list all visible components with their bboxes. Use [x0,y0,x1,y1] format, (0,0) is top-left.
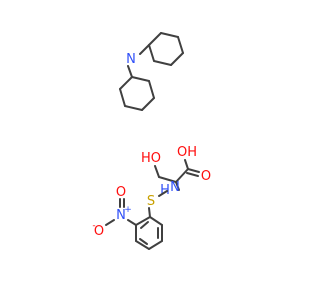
bond [124,105,143,111]
nitrophenylsulfenyl-serine: HO OH O N H S [92,145,211,250]
bond [135,240,150,250]
hydroxyl-h: H [141,151,151,166]
bond-o-ch2 [154,165,160,178]
bond [148,80,155,99]
bond [148,44,155,62]
bond-s-aryl [148,207,151,218]
benzene-ring [135,216,163,250]
bond [119,88,126,107]
acid-hydroxyl-label: OH [177,145,197,160]
bond [153,60,172,66]
hydroxyl-label: HO [141,151,161,166]
bond-c-o-double-1 [187,168,200,173]
hydroxyl-o: O [151,151,161,166]
bond-n-o-single [105,219,115,226]
bond-ch2-ca [158,176,177,183]
acid-hydroxyl-o: O [177,145,187,160]
carbonyl-oxygen-label: O [201,169,211,184]
cyclohexyl-ring-right [148,32,184,66]
aromatic-inner-bond [140,221,149,229]
bond [149,216,163,226]
bond [135,216,151,226]
nitro-nitrogen-charge: + [124,205,132,215]
acid-hydroxyl-h: H [187,145,197,160]
bond [177,36,184,54]
nitro-oxygen-left-label: O [94,224,104,239]
nitro-oxygen-charge: - [92,221,95,231]
bond-n-s [158,190,168,197]
nitro-oxygen-top-label: O [116,185,126,200]
chemical-structure-canvas: N HO OH O N H [92,32,211,250]
bond-ca-n [175,181,180,191]
bond [141,97,155,111]
aromatic-inner-bond [139,238,148,245]
bond [170,52,184,66]
cyclohexyl-ring-left [119,76,155,111]
bond-c-o-double-2 [186,172,199,177]
bond-c-oh [184,159,189,170]
amino-nitrogen-label: N [170,180,180,195]
bond-ca-cooh [175,168,189,183]
bond [119,76,133,90]
bond [148,240,163,250]
nitro-nitrogen-label: N [116,208,126,223]
bond [148,32,162,46]
bond [131,76,150,82]
sulfur-label: S [147,194,155,209]
bond [160,32,179,38]
bond-aryl-nitro [127,219,137,226]
amino-hydrogen-label: H [160,183,170,198]
bond-n-c [127,65,133,78]
amine-nitrogen-label: N [126,52,136,67]
bond-c-n [139,44,150,55]
dicyclohexylamine: N [119,32,184,111]
